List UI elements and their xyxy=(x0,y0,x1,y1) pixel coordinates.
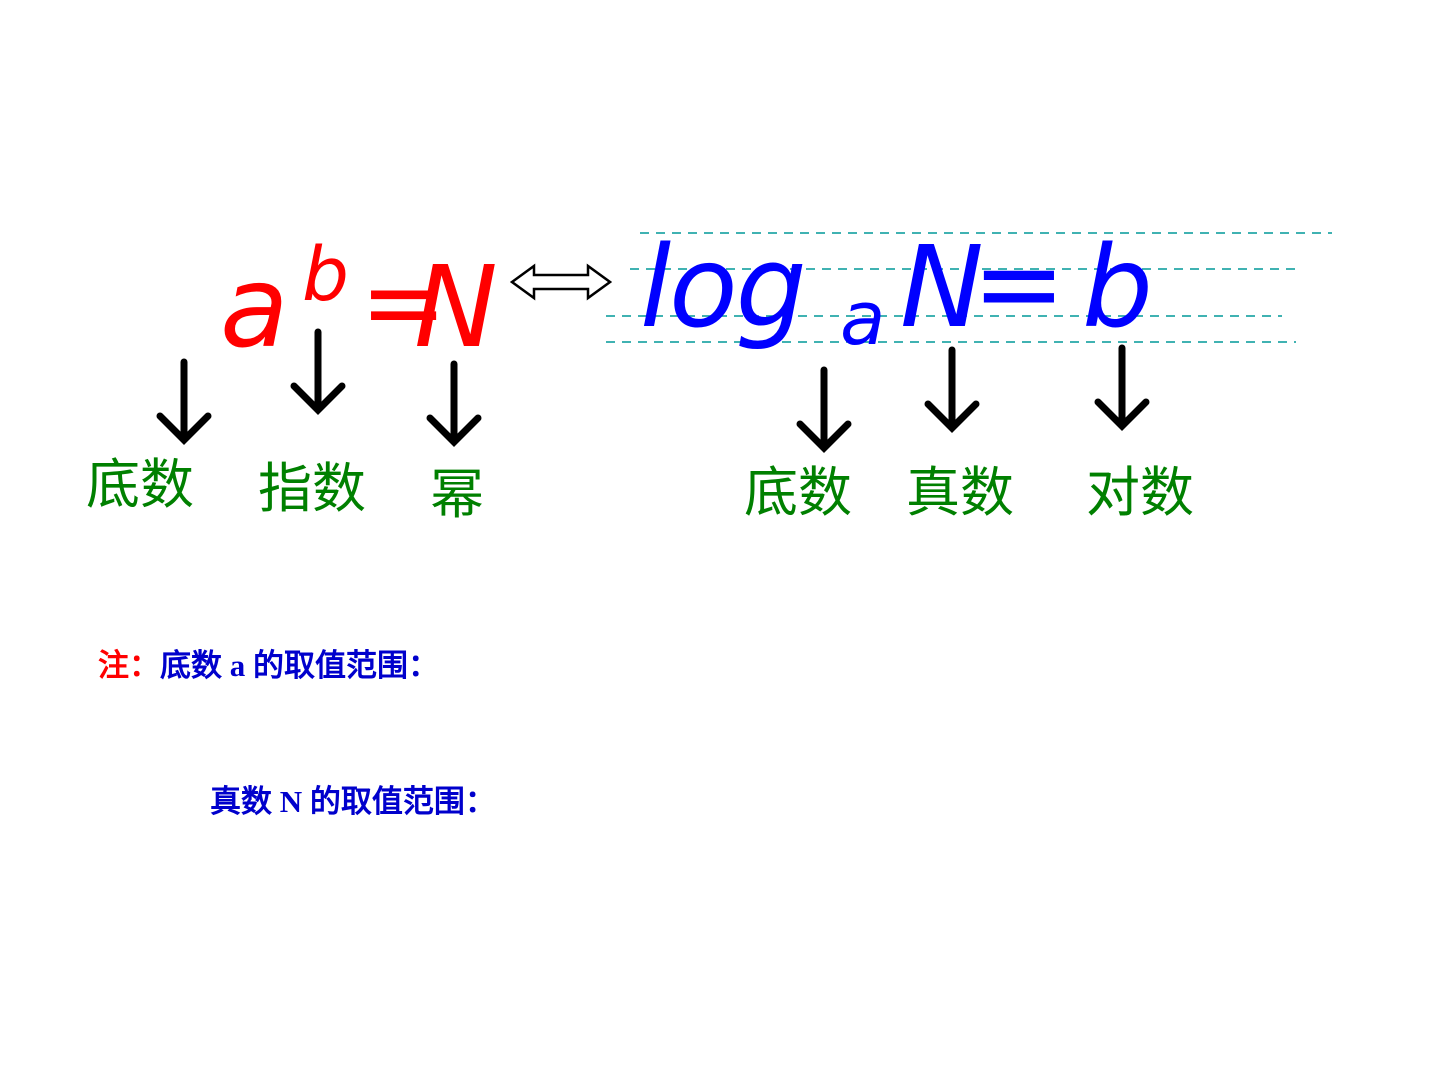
arrow-down-icon xyxy=(290,328,346,415)
note-argument-range: 真数 N 的取值范围： xyxy=(210,784,496,819)
exp-base-symbol: a xyxy=(220,243,289,373)
label-exp-power: 幂 xyxy=(430,463,484,526)
log-word: log xyxy=(640,223,807,353)
label-exp-exponent: 指数 xyxy=(258,457,366,520)
label-log-argument: 真数 xyxy=(906,461,1014,524)
exp-result-symbol: N xyxy=(414,243,498,373)
exp-exponent-symbol: b xyxy=(302,232,349,318)
arrow-down-icon xyxy=(156,358,212,445)
equivalence-icon xyxy=(510,263,612,301)
label-log-value: 对数 xyxy=(1086,461,1194,524)
arrow-down-icon xyxy=(796,366,852,453)
label-exp-base: 底数 xyxy=(86,453,194,516)
log-equals-sign: = xyxy=(972,219,1066,349)
arrow-down-icon xyxy=(426,360,482,447)
exp-equals-sign: = xyxy=(360,241,448,363)
note-prefix: 注： xyxy=(98,648,160,683)
log-argument-symbol: N xyxy=(900,223,984,353)
arrow-down-icon xyxy=(924,346,980,433)
log-base-symbol: a xyxy=(840,276,886,362)
label-log-base: 底数 xyxy=(744,461,852,524)
log-result-symbol: b xyxy=(1082,223,1154,353)
note-base-range-text: 底数 a 的取值范围： xyxy=(160,648,439,683)
arrow-down-icon xyxy=(1094,344,1150,431)
note-base-range: 注：底数 a 的取值范围： xyxy=(98,650,439,681)
